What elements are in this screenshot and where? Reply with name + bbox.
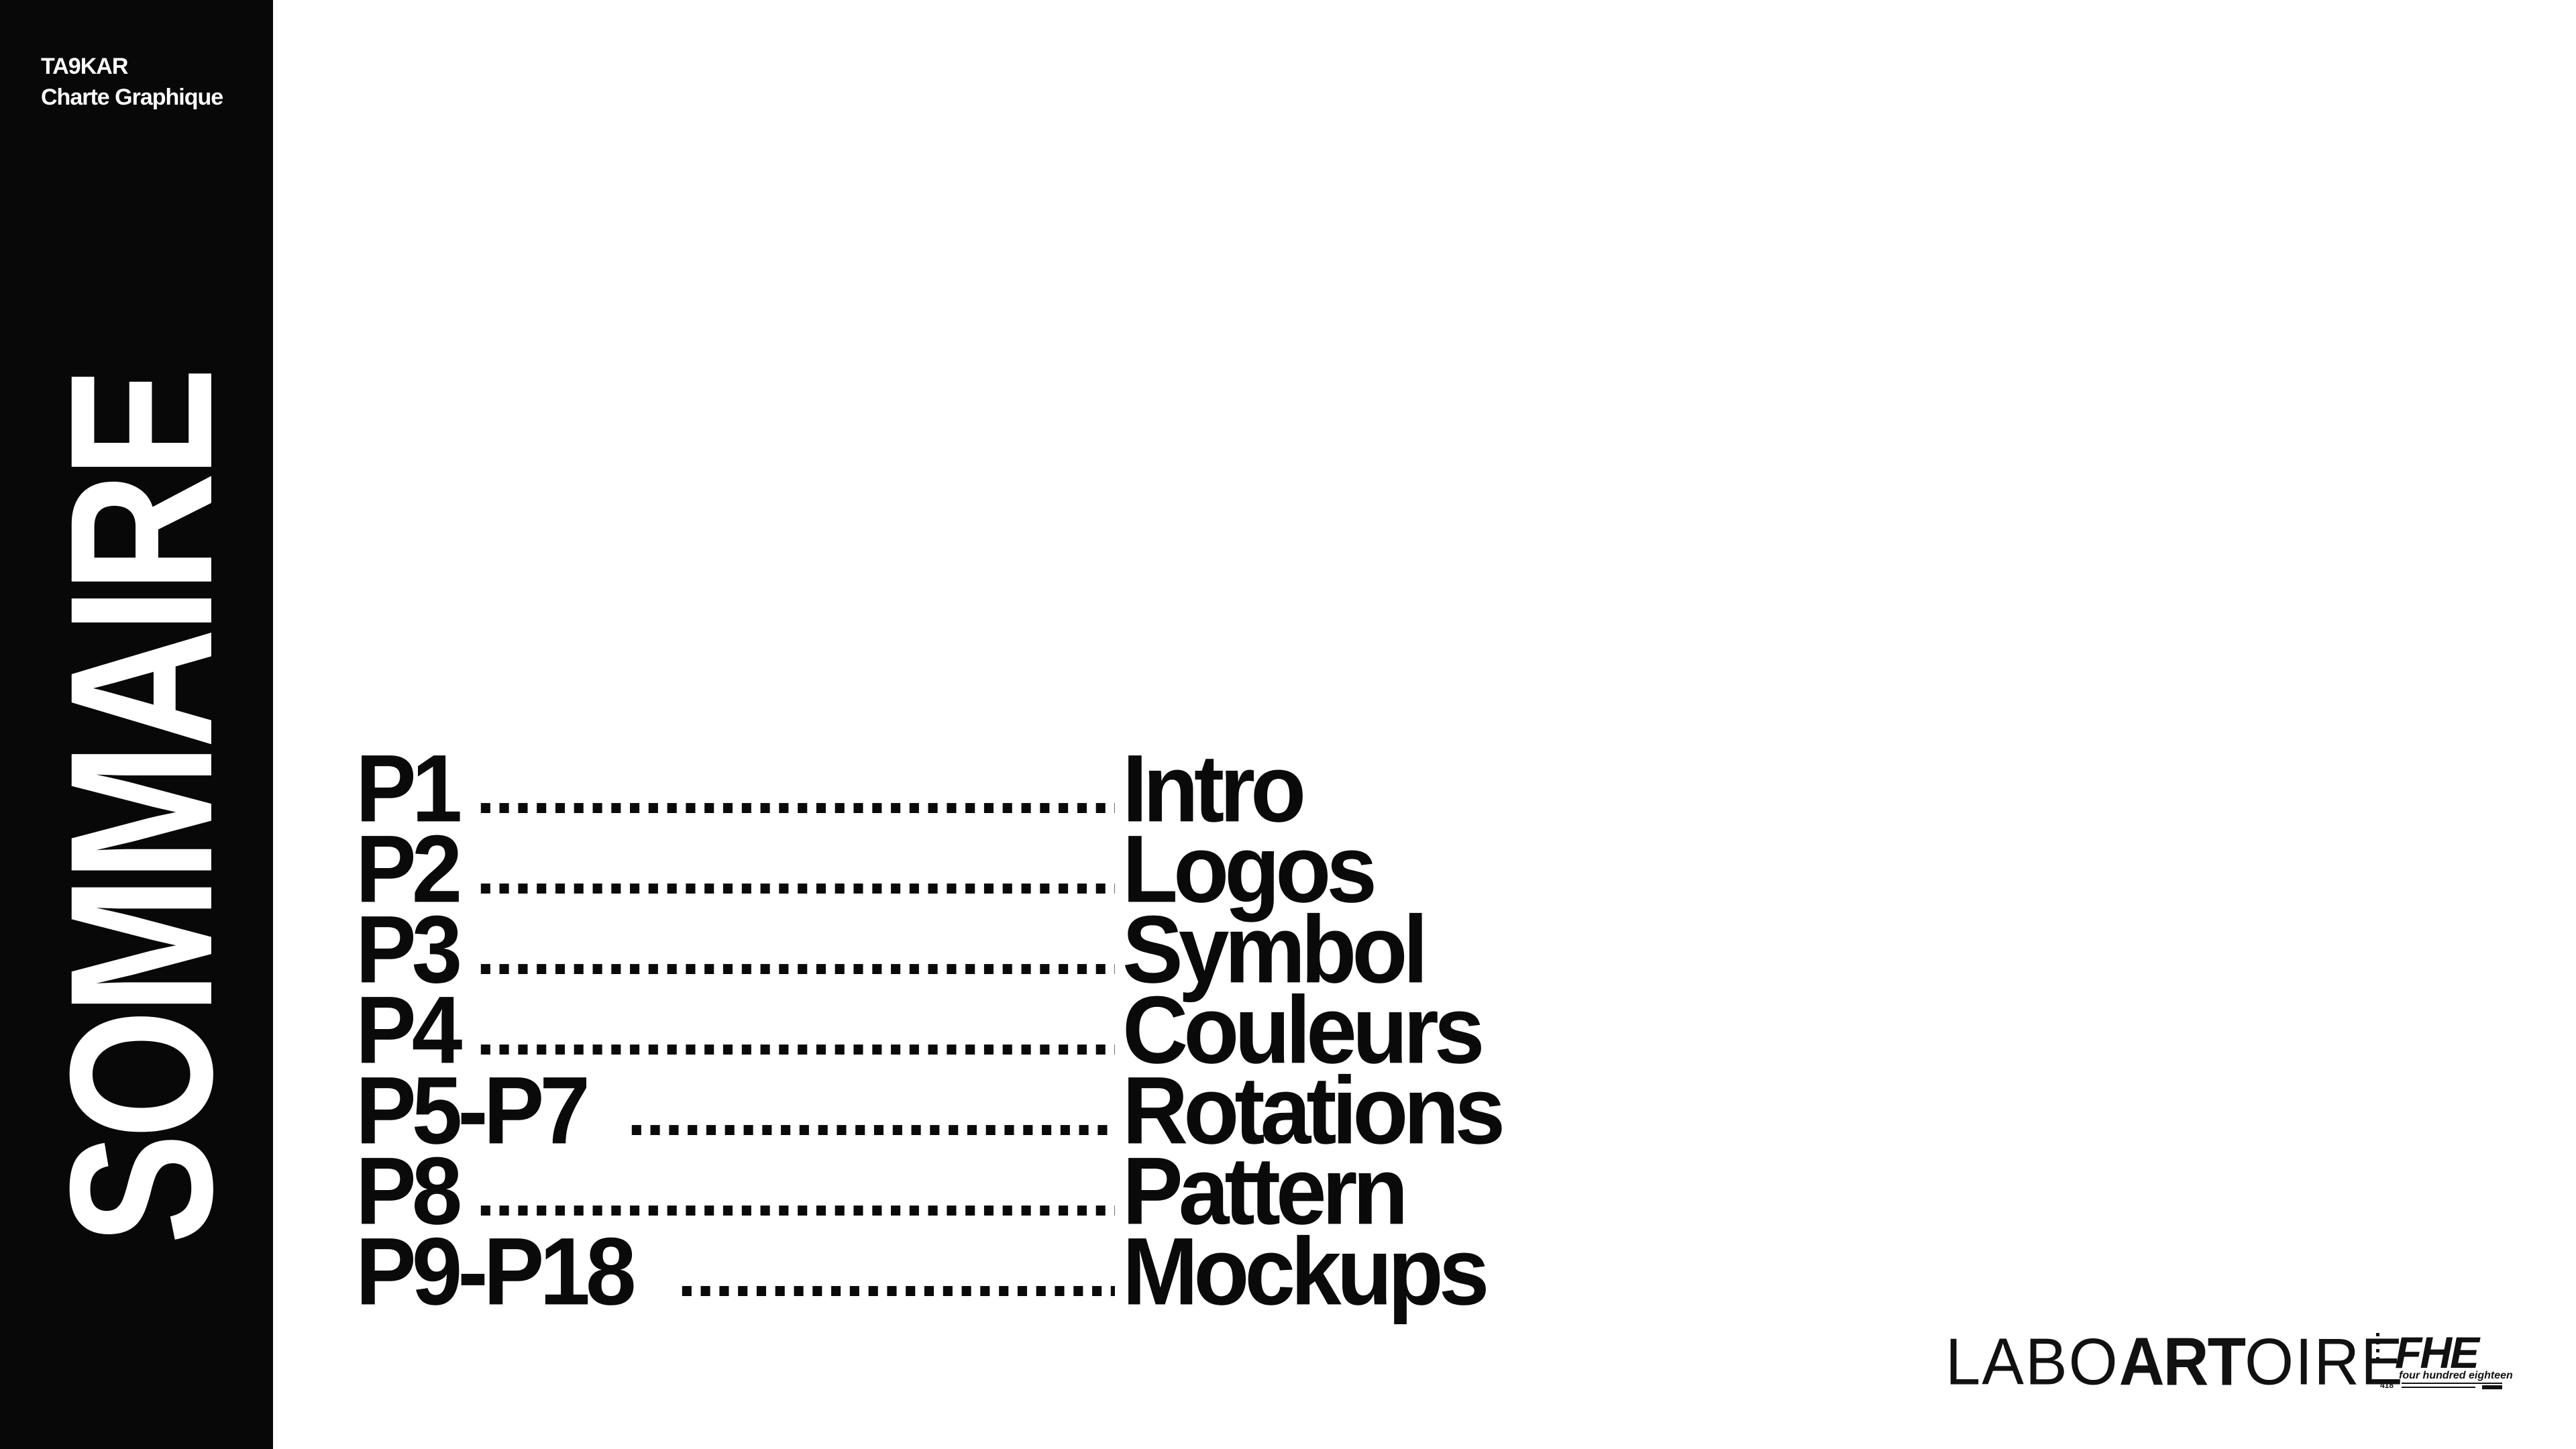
partner-logos: LABOARTOIRE FHE four hundred eighteen 41… [1945, 1325, 2536, 1399]
fhe-logo-icon: FHE four hundred eighteen 418 [2376, 1328, 2513, 1390]
toc-dot-leader: ........................................… [476, 753, 1115, 828]
toc-page-number: P2 [356, 815, 462, 922]
fhe-dot-mark [2376, 1357, 2379, 1360]
toc-dot-leader: ........................................… [476, 914, 1115, 989]
toc-dot-leader: ........................................… [476, 833, 1115, 908]
brand-name: TA9KAR [41, 54, 128, 79]
fhe-rule [2402, 1383, 2502, 1384]
laboartoire-logo-left: LABO [1945, 1324, 2119, 1399]
toc-section-label: Symbol [1122, 896, 1428, 1003]
toc-page-number: P5-P7 [356, 1057, 590, 1164]
toc-section-label: Mockups [1122, 1218, 1489, 1325]
toc-dot-leader: ........................................… [678, 1236, 1115, 1311]
laboartoire-logo-mid: ART [2118, 1323, 2246, 1400]
sidebar-title: SOMMAIRE [27, 372, 255, 1244]
toc-section-label: Pattern [1122, 1137, 1409, 1244]
toc-page-number: P4 [356, 976, 462, 1083]
fhe-dot-mark [2376, 1341, 2379, 1344]
toc-section-label: Logos [1122, 815, 1377, 922]
toc-section-label: Couleurs [1122, 976, 1485, 1083]
sidebar: TA9KAR Charte Graphique SOMMAIRE [0, 0, 273, 1449]
fhe-dot-mark [2376, 1333, 2379, 1336]
toc-page-number: P9-P18 [356, 1218, 637, 1325]
fhe-rule [2402, 1387, 2475, 1388]
toc-page-number: P3 [356, 896, 462, 1003]
toc-section-label: Intro [1122, 735, 1306, 842]
fhe-wordmark: FHE [2395, 1328, 2481, 1377]
toc-dot-leader: ........................................… [476, 994, 1115, 1069]
toc-page-number: P1 [356, 735, 462, 842]
fhe-rule [2482, 1385, 2502, 1389]
toc-section-label: Rotations [1122, 1057, 1505, 1164]
fhe-dot-mark [2376, 1349, 2379, 1352]
toc-dot-leader: ........................................… [627, 1075, 1115, 1150]
toc-dot-leader: ........................................… [476, 1155, 1115, 1230]
brand-subtitle: Charte Graphique [41, 85, 223, 110]
fhe-tagline: four hundred eighteen [2399, 1370, 2513, 1381]
toc-page-number: P8 [356, 1137, 462, 1244]
fhe-number: 418 [2380, 1381, 2394, 1390]
brand-block: TA9KAR Charte Graphique [41, 51, 223, 113]
laboartoire-logo-right: OIRE [2244, 1324, 2404, 1399]
laboartoire-logo: LABOARTOIRE [1945, 1323, 2404, 1400]
